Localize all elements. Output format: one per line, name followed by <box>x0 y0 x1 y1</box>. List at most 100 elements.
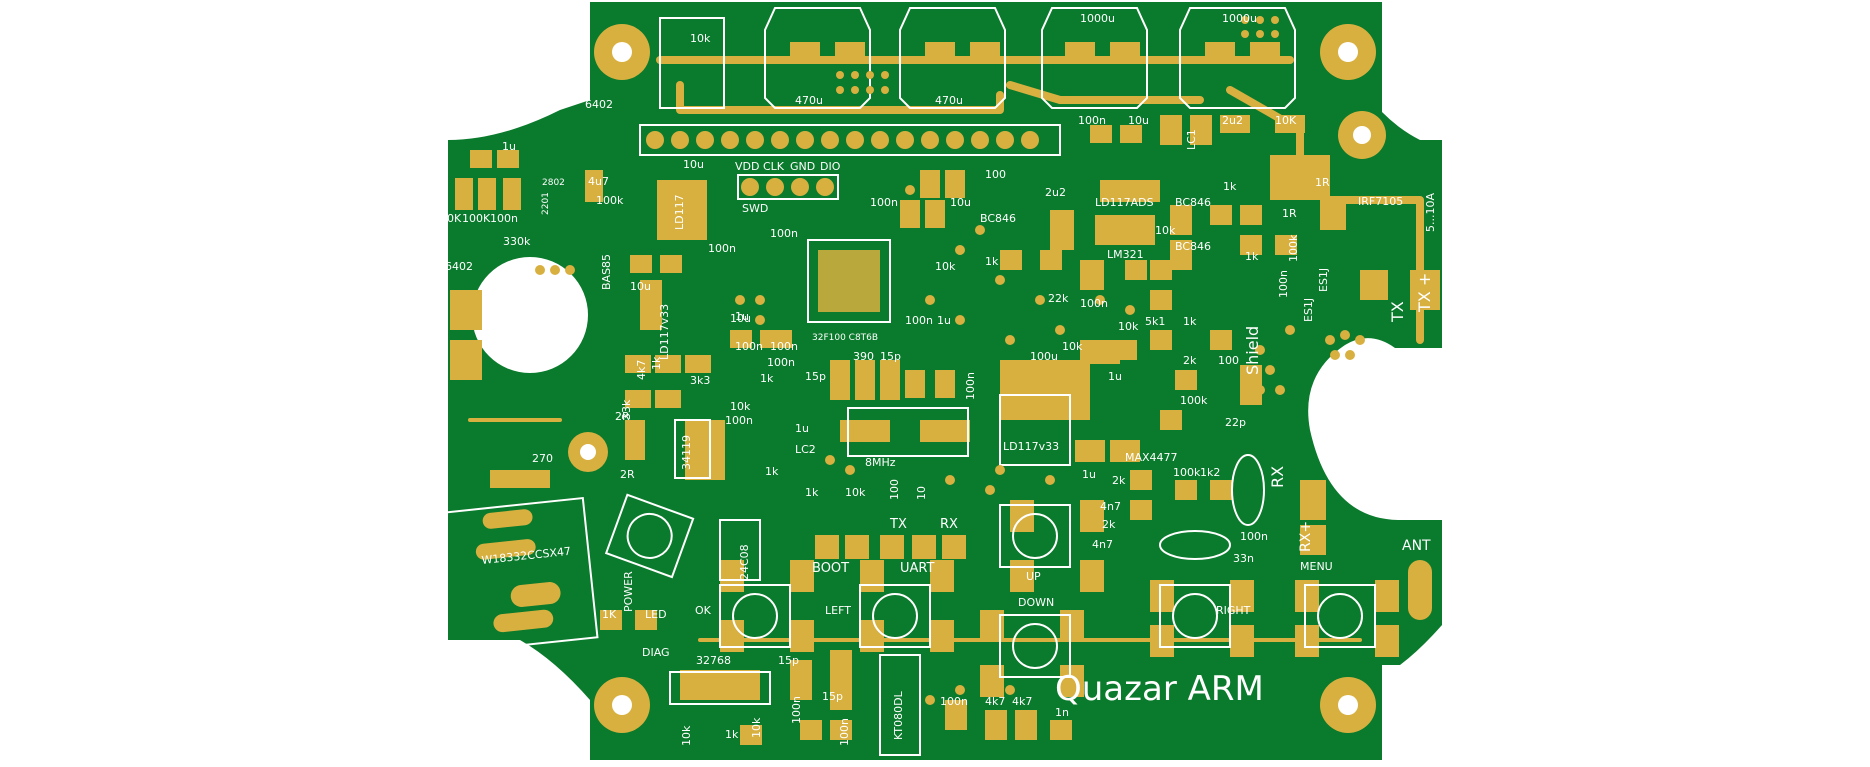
label-crystal-8mhz: 8MHz <box>865 456 896 469</box>
label-c470u-1: 470u <box>795 94 823 107</box>
label-boot: BOOT <box>812 561 849 576</box>
label-c100n-f: 100n <box>1078 114 1106 127</box>
cap-outline <box>1041 7 1148 109</box>
label-lc1: LC1 <box>1185 129 1198 150</box>
label-c100-a: 100 <box>985 168 1006 181</box>
mounting-hole <box>594 677 650 733</box>
usb-connector <box>432 496 599 655</box>
label-d6402-left: 6402 <box>445 260 473 273</box>
label-r100n-n: 100n <box>964 372 977 400</box>
label-r10k-h: 10k <box>730 400 751 413</box>
label-r100-c: 100 <box>888 479 901 500</box>
mounting-hole <box>1320 677 1376 733</box>
label-r1k-f: 1k <box>765 465 779 478</box>
label-tx: TX <box>1388 301 1407 323</box>
label-r270: 270 <box>532 452 553 465</box>
label-c10u-e: 10u <box>730 312 751 325</box>
label-btn-power: POWER <box>622 571 635 612</box>
mounting-hole <box>594 24 650 80</box>
label-r1k-g: 1k <box>760 372 774 385</box>
label-header-gnd: GND <box>790 160 815 173</box>
label-c100n-a: 100n <box>490 212 518 225</box>
label-r2r-a: 2R <box>615 410 630 423</box>
label-r100-b: 100 <box>1218 354 1239 367</box>
label-header-clk: CLK <box>763 160 785 173</box>
ant-pad <box>1408 560 1432 620</box>
label-c470u-2: 470u <box>935 94 963 107</box>
label-r1k-a: 1k <box>985 255 999 268</box>
mounting-hole <box>1320 24 1376 80</box>
inductor-outline <box>1159 530 1231 560</box>
label-c2u2-a: 2u2 <box>1045 186 1066 199</box>
label-c33k: 33k <box>620 399 633 420</box>
label-r2k-c: 2k <box>1102 518 1116 531</box>
ic-outline <box>719 519 761 581</box>
label-lc2: LC2 <box>795 443 816 456</box>
label-r10k-d: 10K <box>1275 114 1297 127</box>
label-r10k-i: 10k <box>845 486 866 499</box>
label-r100k-d: 100k <box>1173 466 1201 479</box>
label-r1k-c: 1k <box>1245 250 1259 263</box>
label-r10-a: 10 <box>915 486 928 500</box>
label-lm321: LM321 <box>1107 248 1144 261</box>
label-c100u: 100u <box>1030 350 1058 363</box>
label-c4u7: 4u7 <box>588 175 609 188</box>
label-mcu: 32F100 C8T6B <box>812 333 878 343</box>
label-c1u-tl: 1u <box>502 140 516 153</box>
label-r100n-o: 100n <box>790 696 803 724</box>
swd-header <box>737 174 839 200</box>
cap-outline <box>899 7 1006 109</box>
label-c100n-d: 100n <box>870 196 898 209</box>
label-c33n: 33n <box>1233 552 1254 565</box>
pin-header <box>639 124 1061 156</box>
silkscreen-labels: 10k 470u 470u 1000u 1000u 6402 6402 1u 4… <box>440 12 1437 746</box>
label-c1u-c: 1u <box>1082 468 1096 481</box>
label-c1u-d: 1u <box>735 310 749 323</box>
vias <box>535 16 1365 705</box>
smd-pads <box>450 115 1440 745</box>
label-c100n-e: 100n <box>1080 297 1108 310</box>
label-c4n7-b: 4n7 <box>1092 538 1113 551</box>
label-r1k-d: 1k <box>1183 315 1197 328</box>
board-cutout-right <box>1315 360 1425 470</box>
label-r10k-top: 10k <box>690 32 711 45</box>
crystal-outline <box>847 407 969 457</box>
ic-outline <box>879 654 921 756</box>
label-u34119: 34119 <box>680 435 693 470</box>
label-c100n-h: 100n <box>1240 530 1268 543</box>
label-r2k-b: 2k <box>1112 474 1126 487</box>
button-footprint <box>604 493 695 579</box>
cap-outline <box>659 17 725 109</box>
label-c100n-c: 100n <box>708 242 736 255</box>
label-r1r-a: 1R <box>1315 176 1330 189</box>
button-footprint <box>719 584 791 648</box>
label-c1u-b: 1u <box>1108 370 1122 383</box>
label-c1000u-1: 1000u <box>1080 12 1115 25</box>
label-range-6-9v: 6...9V <box>545 288 577 301</box>
label-d6402-top: 6402 <box>585 98 613 111</box>
label-r330k: 330k <box>503 235 531 248</box>
label-btn-down: DOWN <box>1018 596 1054 609</box>
label-c1u-f: 1u <box>937 314 951 327</box>
label-c15p-b: 15p <box>880 350 901 363</box>
label-r100k-a: 100K <box>462 212 491 225</box>
label-swd: SWD <box>742 202 768 215</box>
label-shield: Shield <box>1243 326 1262 375</box>
label-r1k-led: 1K <box>602 608 617 621</box>
board-cutout-left <box>472 257 588 373</box>
label-r1k-b: 1k <box>1223 180 1237 193</box>
label-c100n-k: 100n <box>770 340 798 353</box>
label-c15p-d: 15p <box>822 690 843 703</box>
label-c100n-q: 100n <box>940 695 968 708</box>
label-ld117v33-a: LD117v33 <box>658 304 671 360</box>
cap-outline <box>764 7 871 109</box>
crystal-outline <box>669 671 771 705</box>
label-range-5-10a: 5...10A <box>1424 193 1437 232</box>
ic-outline <box>674 419 711 479</box>
label-c32768: 32768 <box>696 654 731 667</box>
label-r10k-c: 10k <box>935 260 956 273</box>
label-r22k: 22k <box>1048 292 1069 305</box>
label-u2201: 2201 <box>541 192 551 215</box>
